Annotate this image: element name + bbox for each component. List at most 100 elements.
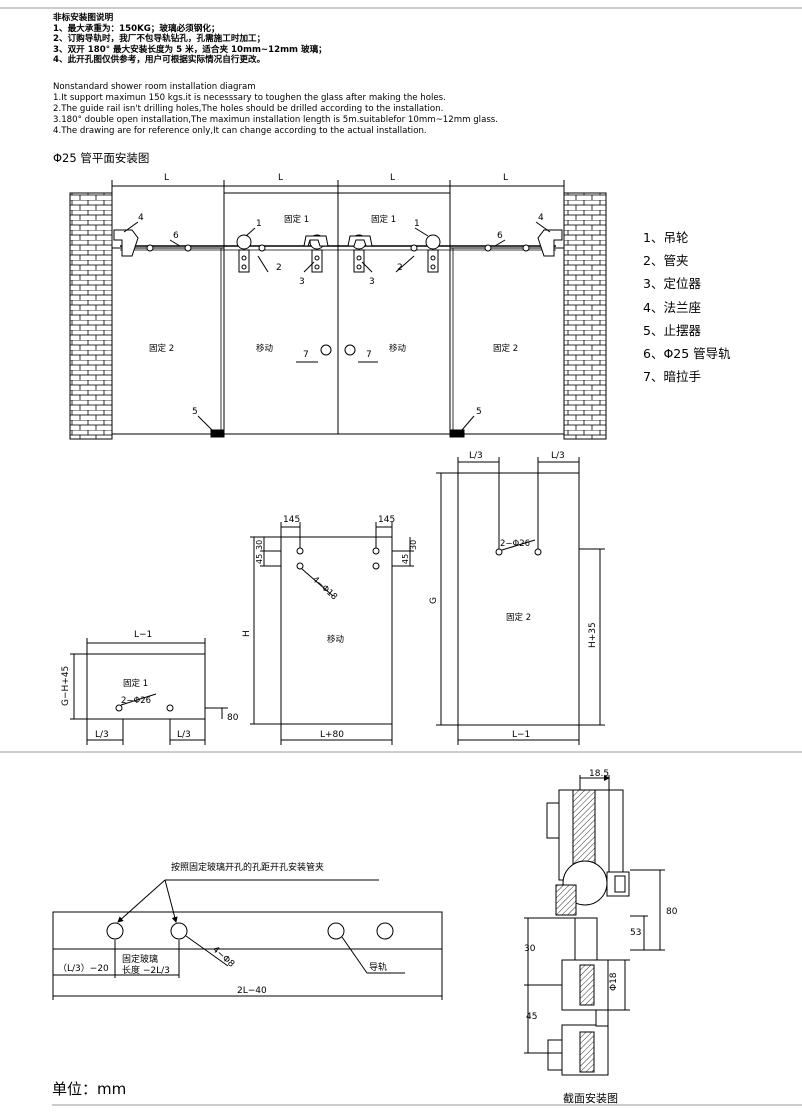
plan-labels: L L L L 固定 1 固定 1 固定 2 固定 2 移动 移动 4 4 1 …	[138, 173, 544, 417]
holes-fixed-1: 2−Φ26	[121, 696, 151, 706]
callout-6: 6	[173, 231, 179, 241]
moving-glass-right	[337, 192, 451, 435]
dim-rail-b2: 长度 −2L/3	[122, 964, 170, 976]
dim-fixed1-bottom: 80	[227, 713, 239, 723]
callout-7: 7	[366, 350, 372, 360]
dim-fixed1-width: L−1	[134, 630, 152, 640]
dim-section-18-5: 18.5	[589, 769, 609, 779]
notes-heading: 非标安装图说明	[53, 13, 114, 23]
unit-label: 单位：mm	[52, 1080, 127, 1098]
dim-fixed2-height2: H+35	[588, 622, 598, 648]
section-view	[524, 775, 665, 1076]
moving-glass-left	[223, 192, 339, 435]
dim-fixed2-height: G	[429, 597, 439, 604]
panel-fixed-2	[457, 472, 580, 726]
note-line: 1、最大承重为：150KG；玻璃必须钢化；	[53, 23, 220, 34]
guide-rail	[52, 911, 443, 950]
positioner	[347, 235, 373, 247]
dim-moving-edge-left: 145	[283, 515, 300, 525]
section-caption: 截面安装图	[563, 1092, 618, 1105]
notes-en-heading: Nonstandard shower room installation dia…	[53, 82, 256, 92]
legend-item: 3、定位器	[643, 276, 701, 292]
notes-chinese: 非标安装图说明 1、最大承重为：150KG；玻璃必须钢化； 2、订购导轨时，我厂…	[53, 13, 327, 66]
dim-section-53: 53	[630, 928, 641, 938]
note-en-line: 2.The guide rail isn't drilling holes,Th…	[53, 104, 444, 114]
hidden-handle	[320, 344, 332, 356]
plan-title: Φ25 管平面安装图	[53, 151, 150, 165]
panel-labels: L−1 固定 1 2−Φ26 L/3 L/3 80 G−H+45 145 145…	[61, 451, 598, 740]
anti-swing-right	[449, 429, 465, 438]
dim-fixed1-height: G−H+45	[61, 666, 71, 706]
legend-item: 4、法兰座	[643, 299, 701, 315]
label-moving: 移动	[389, 343, 407, 354]
fixed-glass-left	[111, 247, 225, 435]
holes-moving: 4−Φ18	[310, 575, 339, 603]
anti-swing-left	[210, 429, 225, 438]
callout-7: 7	[303, 350, 309, 360]
callout-2: 2	[397, 263, 403, 273]
callout-1: 1	[256, 219, 262, 229]
dim-section-45: 45	[526, 1012, 537, 1022]
dim-moving-30: 30	[255, 540, 264, 550]
brick-wall-right	[563, 192, 607, 440]
dim-rail-total: 2L−40	[237, 986, 267, 996]
dim-rail-a: （L/3）−20	[58, 963, 109, 974]
note-en-line: 3.180° double open installation,The maxi…	[53, 115, 499, 125]
label-fixed-1: 固定 1	[371, 214, 396, 225]
rail-note: 按照固定玻璃开孔的孔距开孔安装管夹	[171, 861, 324, 873]
legend-item: 6、Φ25 管导轨	[643, 346, 731, 362]
dim-section-30: 30	[524, 944, 536, 954]
dim-L: L	[164, 173, 169, 183]
fixed-glass-right	[449, 247, 565, 435]
callout-4: 4	[538, 213, 544, 223]
dim-L: L	[278, 173, 283, 183]
hidden-handle	[344, 344, 356, 356]
note-en-line: 4.The drawing are for reference only,It …	[53, 126, 427, 136]
callout-5: 5	[192, 407, 198, 417]
dim-moving-edge-right: 145	[378, 515, 395, 525]
dim-L: L	[390, 173, 395, 183]
legend-item: 2、管夹	[643, 253, 689, 269]
dim-fixed1-left: L/3	[95, 730, 109, 740]
callout-3: 3	[299, 277, 305, 287]
label-fixed-1: 固定 1	[123, 678, 148, 689]
label-fixed-2: 固定 2	[493, 343, 518, 354]
dim-rail-b1: 固定玻璃	[122, 953, 158, 965]
callout-2: 2	[276, 263, 282, 273]
dim-moving-30: 30	[409, 540, 418, 550]
rail-drilling	[52, 879, 443, 1000]
parts-legend: 1、吊轮 2、管夹 3、定位器 4、法兰座 5、止摆器 6、Φ25 管导轨 7、…	[643, 226, 731, 388]
hanging-wheel	[236, 234, 252, 273]
panel-details	[70, 457, 605, 745]
holes-fixed-2: 2−Φ26	[500, 539, 530, 549]
dim-section-18: Φ18	[609, 972, 619, 991]
dim-moving-width: L+80	[320, 730, 344, 740]
rail-label: 导轨	[369, 961, 387, 973]
note-line: 3、双开 180° 最大安装长度为 5 米，适合夹 10mm~12mm 玻璃；	[53, 44, 327, 55]
dim-L: L	[503, 173, 508, 183]
dim-fixed2-top-right: L/3	[551, 451, 565, 461]
plan-view	[69, 180, 607, 440]
positioner	[303, 235, 329, 247]
dim-moving-45: 45	[401, 554, 410, 564]
dim-fixed1-right: L/3	[177, 730, 191, 740]
callout-5: 5	[476, 407, 482, 417]
legend-item: 5、止摆器	[643, 322, 701, 338]
note-line: 2、订购导轨时，我厂不包导轨钻孔，孔需施工时加工；	[53, 34, 266, 45]
callout-4: 4	[138, 213, 144, 223]
brick-wall-left	[69, 192, 113, 440]
hanging-wheel	[425, 234, 441, 273]
legend-item: 1、吊轮	[643, 230, 689, 245]
dim-fixed2-width: L−1	[512, 730, 530, 740]
dim-section-80: 80	[666, 907, 678, 917]
label-fixed-2: 固定 2	[149, 343, 174, 354]
label-moving: 移动	[327, 634, 345, 645]
callout-6: 6	[497, 231, 503, 241]
notes-english: Nonstandard shower room installation dia…	[53, 82, 498, 137]
legend-item: 7、暗拉手	[643, 369, 701, 385]
panel-fixed-1	[86, 653, 206, 720]
label-fixed-1: 固定 1	[284, 214, 309, 225]
flange-left	[113, 229, 139, 257]
label-moving: 移动	[256, 343, 274, 354]
